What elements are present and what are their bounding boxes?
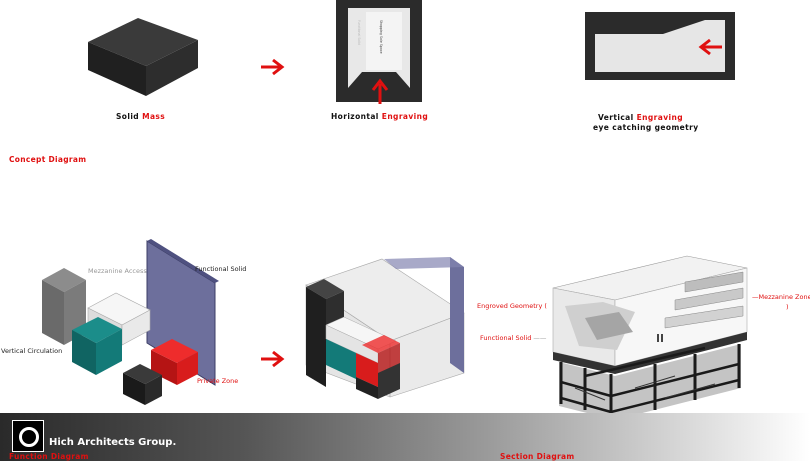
engraved-geometry-label: Engroved Geometry (: [477, 302, 547, 310]
function-diagram-title: Function Diagram: [9, 452, 89, 461]
horizontal-engraving-plan: Shopping Sale Space Functional Solid: [336, 0, 422, 102]
solid-mass-label: Solid Mass: [116, 112, 166, 121]
arrow-right-icon: [261, 350, 285, 368]
brand-name: Hich Architects Group.: [49, 437, 177, 448]
arrow-left-icon: [698, 38, 722, 56]
arrow-right-icon: [261, 58, 285, 76]
private-zone-label: Private Zone: [197, 377, 239, 385]
vertical-engraving-label: Vertical Engraving: [598, 113, 683, 122]
section-diagram-building: [552, 255, 748, 422]
mezzanine-bracket: ): [786, 303, 789, 311]
footer-bar: [0, 413, 810, 461]
arrow-up-icon: [371, 78, 389, 104]
functional-solid-label: Functional Solid: [195, 265, 247, 273]
horizontal-engraving-label: Horizontal Engraving: [331, 112, 429, 121]
vertical-circulation-label: Vertical Circulation: [1, 347, 63, 355]
vertical-engraving-section: [585, 12, 735, 80]
concept-diagram-title: Concept Diagram: [9, 155, 87, 164]
vertical-engraving-sub: eye catching geometry: [593, 123, 699, 132]
mezzanine-access-label: Mezzanine Access: [88, 267, 147, 275]
svg-text:Functional Solid: Functional Solid: [357, 20, 361, 45]
svg-text:Shopping Sale Space: Shopping Sale Space: [379, 20, 383, 54]
solid-mass-cube: [88, 18, 198, 96]
mezzanine-zone-label: —Mezzanine Zone: [752, 293, 810, 301]
hich-logo-icon: [12, 420, 44, 452]
function-diagram-assembled: [305, 257, 465, 399]
section-diagram-title: Section Diagram: [500, 452, 575, 461]
function-diagram-exploded: [42, 239, 219, 405]
section-functional-solid-label: Functional Solid ——: [480, 334, 547, 342]
